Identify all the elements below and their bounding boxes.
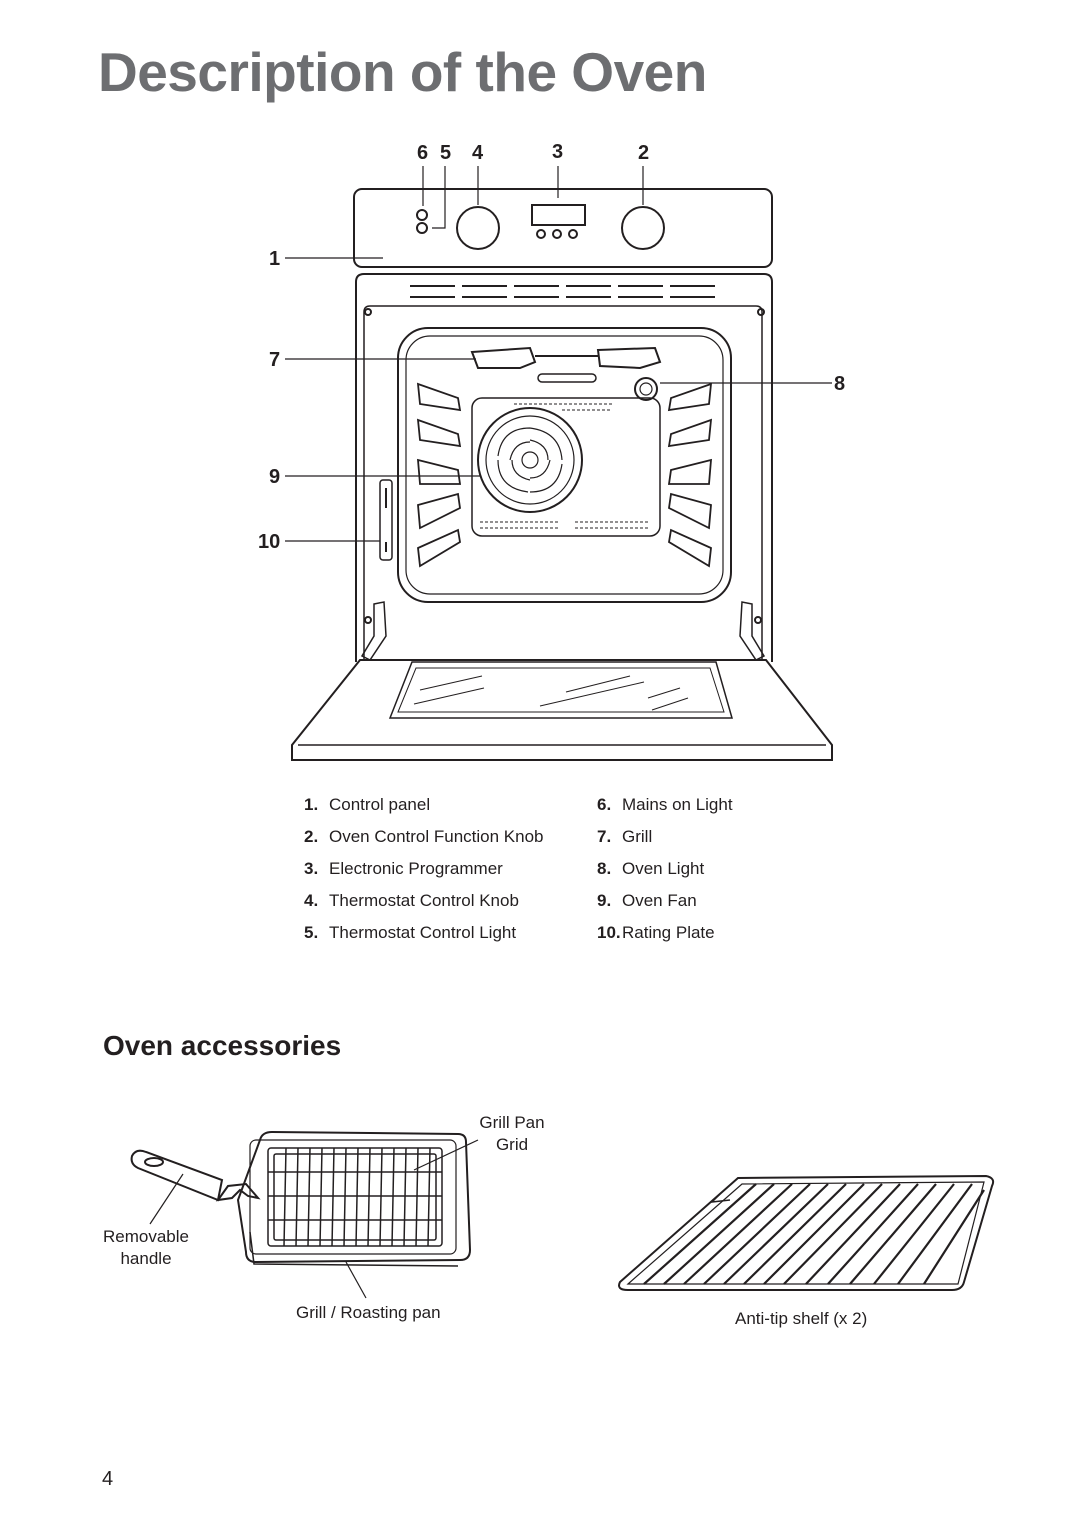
accessories-heading: Oven accessories <box>103 1030 342 1061</box>
legend-item-4: 4.Thermostat Control Knob <box>304 891 519 910</box>
legend-item-10: 10.Rating Plate <box>597 923 715 942</box>
oven-diagram <box>285 166 833 761</box>
legend-item-7: 7.Grill <box>597 827 653 846</box>
legend-item-6: 6.Mains on Light <box>597 795 733 814</box>
callout-9: 9 <box>269 466 281 488</box>
oven-fan-icon <box>477 407 583 513</box>
anti-tip-shelf <box>618 1174 995 1291</box>
function-knob-icon <box>621 206 665 250</box>
callout-6: 6 <box>417 142 429 164</box>
legend-item-8: 8.Oven Light <box>597 859 705 878</box>
grill-pan-grid-label: Grill Pan Grid <box>479 1113 545 1154</box>
removable-handle-icon <box>130 1149 261 1202</box>
removable-handle-label: Removable handle <box>103 1227 189 1268</box>
thermostat-knob-icon <box>456 206 500 250</box>
page-title: Description of the Oven <box>98 41 707 103</box>
oven-light-icon <box>634 377 658 401</box>
shelf-label: Anti-tip shelf (x 2) <box>735 1309 868 1328</box>
legend-item-3: 3.Electronic Programmer <box>304 859 503 878</box>
programmer-display <box>531 204 586 226</box>
legend-item-1: 1.Control panel <box>304 795 431 814</box>
oven-door <box>291 659 833 761</box>
mains-light-icon <box>416 209 428 221</box>
callout-1: 1 <box>269 248 281 270</box>
rating-plate <box>379 479 393 561</box>
page-number: 4 <box>102 1468 114 1490</box>
thermostat-light-icon <box>416 222 428 234</box>
callout-5: 5 <box>440 142 452 164</box>
legend-item-5: 5.Thermostat Control Light <box>304 923 517 942</box>
roasting-pan-label: Grill / Roasting pan <box>296 1303 441 1322</box>
callout-2: 2 <box>638 142 650 164</box>
callout-7: 7 <box>269 349 281 371</box>
callout-10: 10 <box>258 531 281 553</box>
grill-pan-grid <box>267 1147 443 1247</box>
roasting-pan <box>236 1130 472 1264</box>
callout-3: 3 <box>552 141 564 163</box>
control-panel <box>353 188 773 268</box>
legend-item-2: 2.Oven Control Function Knob <box>304 827 544 846</box>
callout-4: 4 <box>472 142 484 164</box>
grill-element <box>470 346 662 370</box>
callout-8: 8 <box>834 373 846 395</box>
legend-item-9: 9.Oven Fan <box>597 891 697 910</box>
